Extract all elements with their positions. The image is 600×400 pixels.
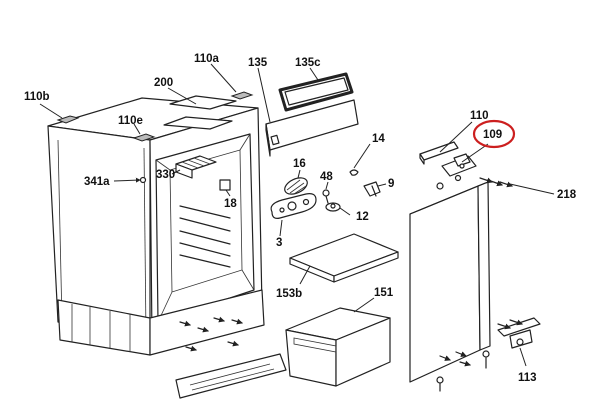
drawer-151	[285, 307, 391, 387]
shelf-153b	[289, 233, 399, 283]
highlight-circle	[472, 119, 516, 149]
fridge-cabinet	[47, 91, 287, 399]
part-341a	[139, 176, 147, 184]
label-16: 16	[293, 158, 306, 170]
leader-lines	[39, 63, 555, 367]
label-341a: 341a	[84, 176, 110, 188]
control-panel-135	[265, 99, 359, 157]
label-109: 109	[483, 129, 502, 141]
part-9-bracket	[363, 181, 381, 197]
label-153b: 153b	[276, 288, 302, 300]
label-110a: 110a	[194, 53, 220, 65]
bracket-110e-part	[132, 133, 156, 142]
bottom-grille	[175, 353, 287, 399]
part-14-clip	[349, 169, 359, 176]
door-218	[409, 181, 491, 383]
label-218: 218	[557, 189, 577, 201]
base-screws	[179, 316, 243, 352]
cabinet-shelves	[179, 205, 231, 268]
label-9: 9	[388, 178, 394, 190]
bracket-110b-part	[56, 115, 80, 124]
label-18: 18	[224, 198, 237, 210]
part-18	[219, 179, 231, 191]
hinge-109	[441, 153, 477, 177]
label-110e: 110e	[118, 115, 143, 127]
label-110b: 110b	[24, 91, 50, 103]
part-3-thermostat	[270, 193, 317, 219]
part-labels: 110a 135 135c 110b 200 110e 341a 330 18 …	[24, 53, 577, 384]
label-151: 151	[374, 287, 394, 299]
gasket-135c	[278, 72, 354, 112]
label-110: 110	[470, 110, 489, 122]
label-113: 113	[518, 372, 537, 384]
part-16-drum	[284, 177, 308, 195]
hinge-113	[497, 317, 541, 349]
label-48: 48	[320, 171, 333, 183]
label-14: 14	[372, 133, 385, 145]
label-135: 135	[248, 57, 268, 69]
part-48-knob	[322, 189, 330, 204]
door-top-screws	[436, 174, 513, 190]
label-135c: 135c	[295, 57, 321, 69]
label-200: 200	[154, 77, 173, 89]
evaporator-330-part	[175, 155, 217, 179]
hinge-110	[419, 141, 459, 165]
label-12: 12	[356, 211, 369, 223]
part-12-nut	[325, 202, 341, 212]
label-3: 3	[276, 237, 282, 249]
door-bottom-screws	[436, 350, 490, 392]
bracket-110a-part	[230, 91, 254, 100]
label-330: 330	[156, 169, 175, 181]
